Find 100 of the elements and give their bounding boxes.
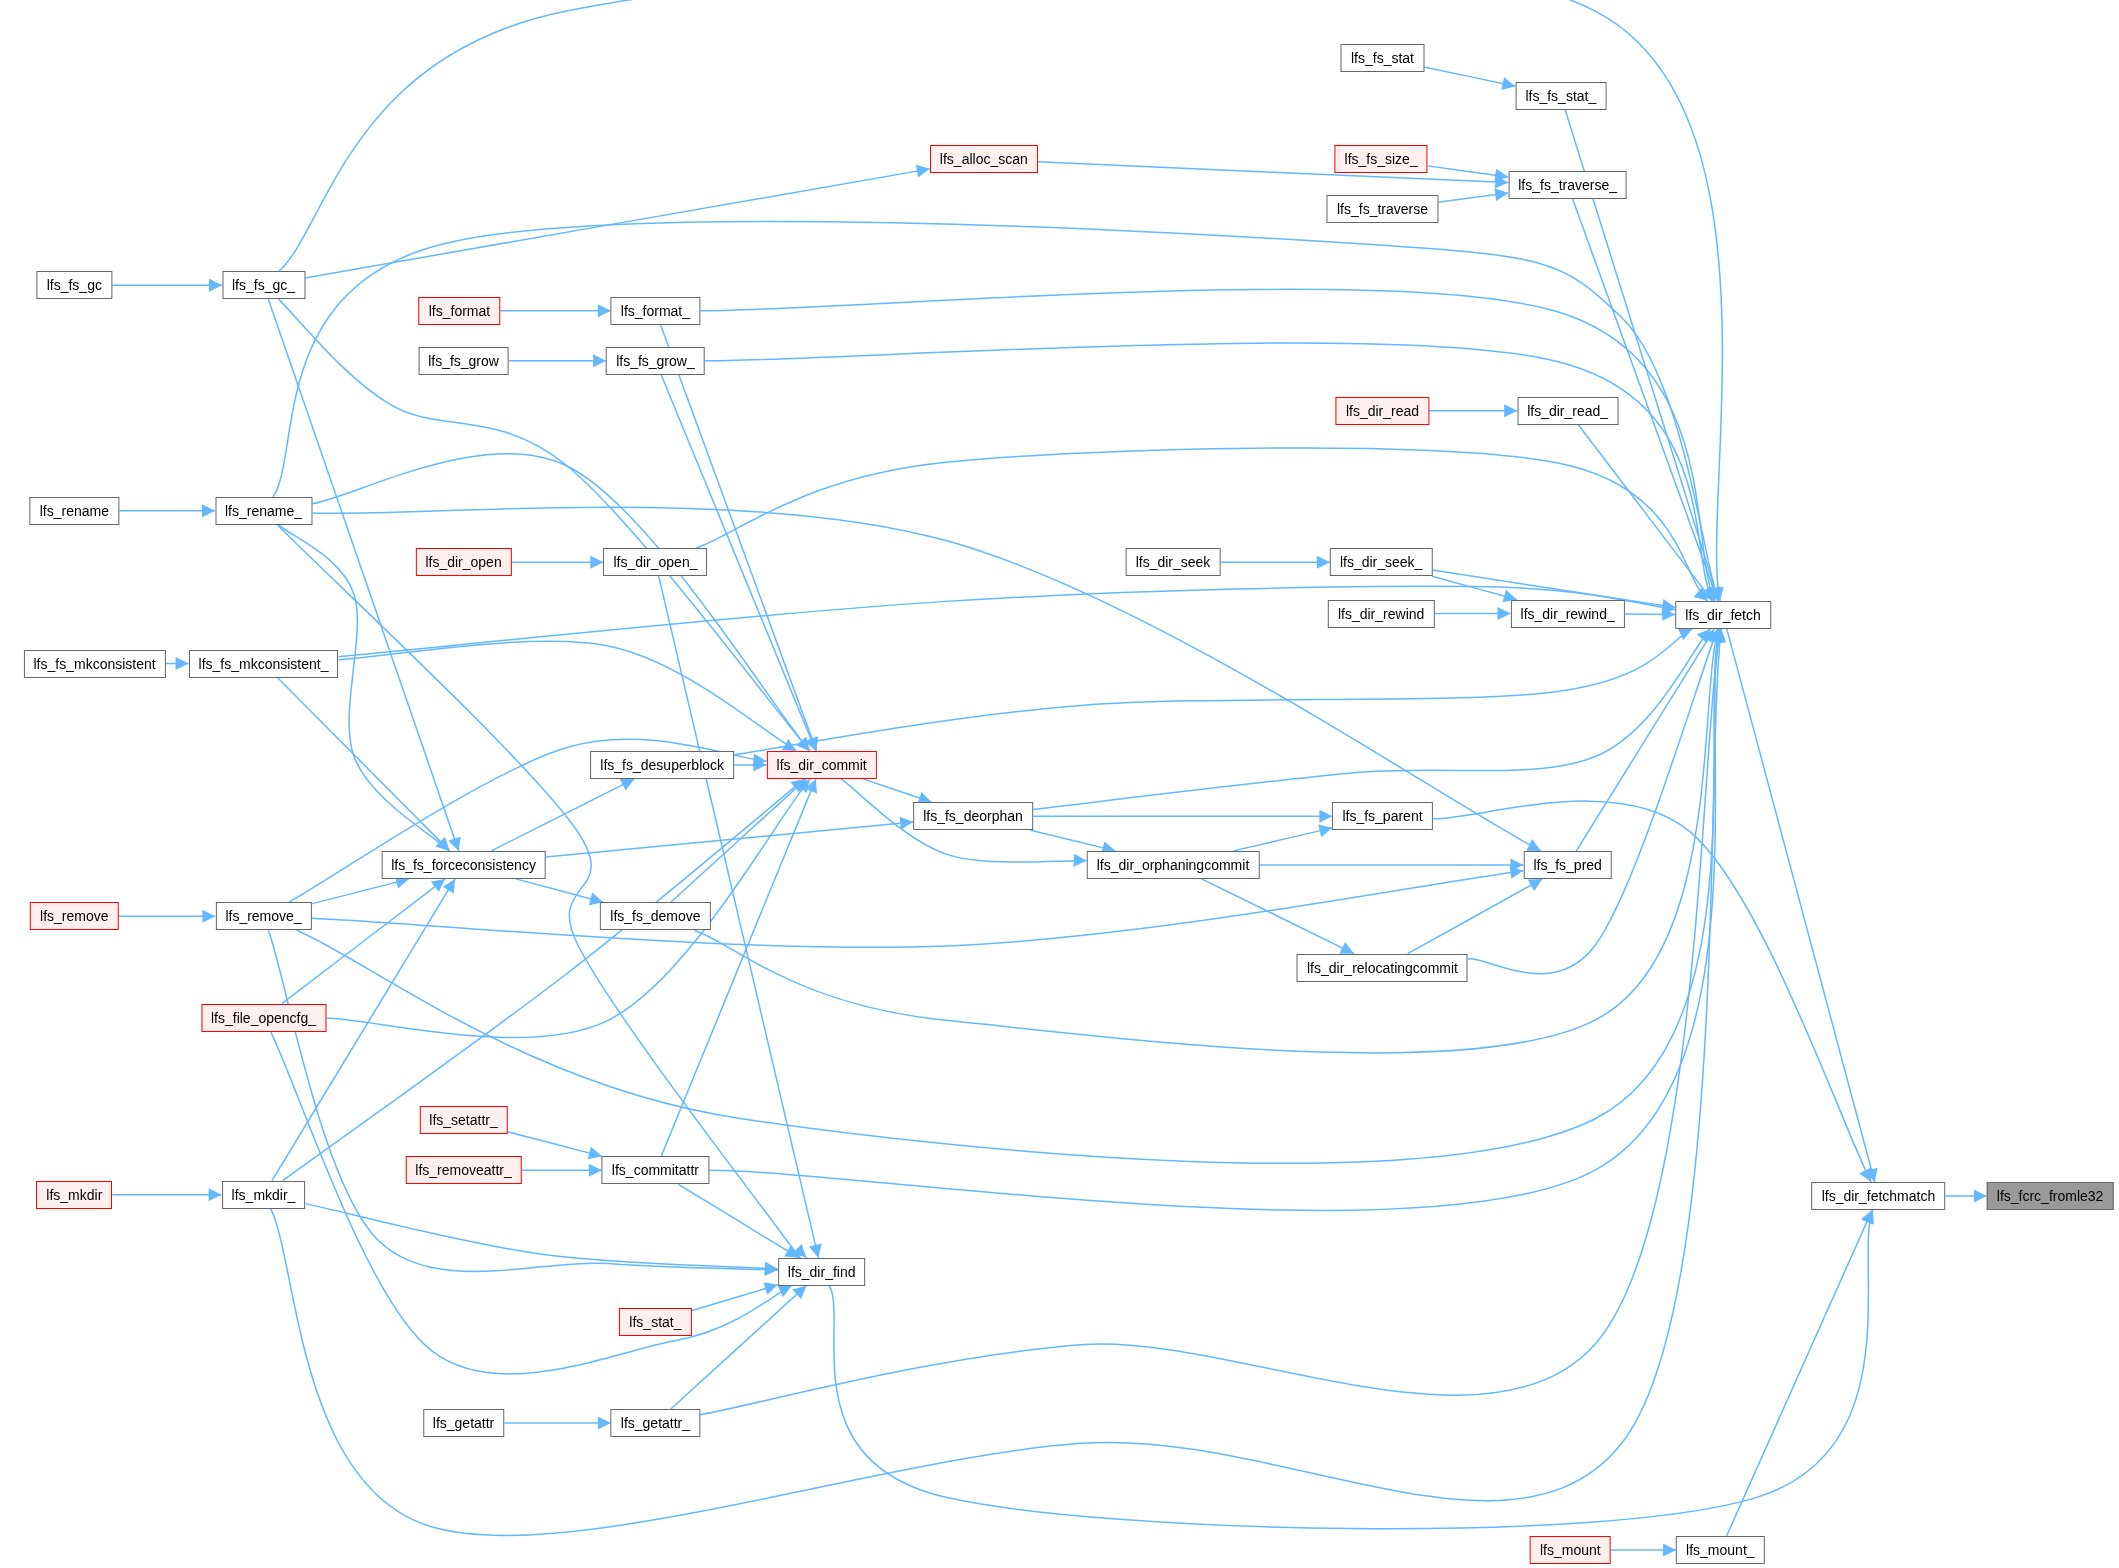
- function-box: lfs_dir_find: [777, 1257, 866, 1286]
- function-box: lfs_dir_read: [1335, 396, 1430, 425]
- arrow: [670, 1284, 807, 1410]
- arrow: [269, 628, 1727, 1537]
- arrow: [1575, 628, 1716, 852]
- arrow: [1428, 404, 1518, 418]
- function-box: lfs_dir_relocatingcommit: [1297, 953, 1468, 982]
- function-box: lfs_dir_fetchmatch: [1811, 1182, 1946, 1210]
- function-box: lfs_dir_seek: [1125, 548, 1221, 577]
- arrow: [310, 866, 1525, 948]
- arrow: [281, 778, 806, 1182]
- arrow: [699, 628, 1726, 1416]
- function-box: lfs_format_: [610, 296, 701, 325]
- function-box: lfs_rename: [29, 496, 119, 525]
- arrow: [287, 738, 768, 903]
- function-box: lfs_stat_: [619, 1307, 692, 1336]
- function-box: lfs_fs_mkconsistent_: [188, 649, 339, 678]
- arrow: [1232, 824, 1334, 852]
- arrow: [699, 288, 1717, 602]
- arrow: [1200, 878, 1355, 955]
- arrow: [515, 878, 604, 906]
- function-box: lfs_dir_seek_: [1329, 548, 1433, 577]
- function-box: lfs_fs_stat_: [1515, 81, 1607, 110]
- arrow: [1423, 66, 1517, 90]
- arrow: [267, 298, 461, 852]
- function-box: lfs_file_opencfg_: [201, 1003, 327, 1032]
- arrow: [1032, 809, 1334, 823]
- arrow: [510, 555, 605, 569]
- arrow: [670, 778, 807, 903]
- arrow: [1406, 878, 1544, 955]
- arrow: [269, 1030, 793, 1375]
- arrow: [325, 778, 811, 1039]
- arrow: [1437, 188, 1509, 203]
- function-box: lfs_dir_read_: [1517, 396, 1619, 425]
- function-box: lfs_rename_: [215, 496, 313, 525]
- arrow: [1944, 1189, 1988, 1203]
- arrow: [267, 929, 779, 1277]
- function-box: lfs_fs_traverse_: [1508, 171, 1628, 200]
- arrow: [164, 657, 190, 671]
- function-box: lfs_dir_rewind_: [1510, 599, 1625, 628]
- arrow: [304, 164, 931, 279]
- arrow: [499, 304, 612, 318]
- function-box: lfs_fs_size_: [1334, 145, 1428, 174]
- function-box: lfs_fs_traverse: [1326, 195, 1438, 224]
- arrow: [311, 453, 811, 752]
- function-box: lfs_mount_: [1676, 1536, 1765, 1565]
- function-box: lfs_format: [418, 296, 501, 325]
- arrow: [311, 506, 1542, 852]
- arrow: [281, 878, 446, 1005]
- arrow: [111, 278, 223, 292]
- arrow: [1219, 555, 1331, 569]
- function-box: lfs_fs_pred: [1523, 850, 1612, 879]
- function-box: lfs_mkdir_: [221, 1180, 306, 1209]
- arrow: [1431, 800, 1872, 1183]
- arrow: [1726, 628, 1878, 1183]
- function-box: lfs_remove: [30, 902, 119, 931]
- arrow: [1577, 424, 1714, 602]
- function-box: lfs_fs_grow_: [606, 346, 705, 375]
- function-box: lfs_mkdir: [36, 1180, 113, 1209]
- function-box: lfs_fs_gc_: [222, 271, 306, 300]
- function-box: lfs_fs_forceconsistency: [381, 850, 546, 879]
- arrow: [337, 640, 798, 752]
- arrow: [703, 342, 1715, 602]
- arrow: [118, 504, 216, 518]
- function-box: lfs_remove_: [215, 902, 312, 931]
- arrow: [733, 628, 1694, 756]
- function-box: lfs_commitattr: [601, 1156, 709, 1185]
- function-box: lfs_fs_mkconsistent: [23, 649, 166, 678]
- arrow: [508, 354, 607, 368]
- arrow: [657, 575, 822, 1259]
- arrow: [507, 1131, 603, 1160]
- arrow: [695, 447, 1709, 602]
- function-box: lfs_fs_deorphan: [913, 802, 1033, 831]
- arrow: [1609, 1543, 1677, 1557]
- function-box: lfs_fs_stat: [1340, 44, 1424, 73]
- function-box: lfs_dir_open_: [603, 548, 708, 577]
- function-box: lfs_fs_grow: [418, 346, 509, 375]
- arrow: [1467, 628, 1720, 975]
- arrow: [521, 1163, 603, 1177]
- function-box: lfs_dir_rewind: [1327, 599, 1435, 628]
- arrow: [117, 909, 217, 923]
- arrow: [660, 778, 817, 1158]
- arrow: [1426, 165, 1509, 182]
- function-box: lfs_fs_gc: [36, 271, 112, 300]
- function-box: lfs_fs_demove: [600, 902, 711, 931]
- function-box: lfs_fcrc_fromle32: [1986, 1182, 2114, 1210]
- function-box: lfs_removeattr_: [405, 1156, 522, 1185]
- arrow: [1571, 198, 1720, 602]
- arrow: [828, 1209, 1877, 1530]
- arrow: [677, 1183, 800, 1259]
- function-box: lfs_dir_fetch: [1675, 600, 1771, 629]
- arrow: [840, 778, 1088, 868]
- arrow: [545, 816, 914, 858]
- arrow: [337, 585, 1677, 658]
- arrow: [1032, 628, 1712, 811]
- arrow: [1431, 575, 1518, 603]
- arrow: [490, 778, 636, 852]
- function-box: lfs_mount: [1530, 1536, 1611, 1565]
- arrow: [1433, 607, 1512, 621]
- arrow: [278, 0, 1726, 602]
